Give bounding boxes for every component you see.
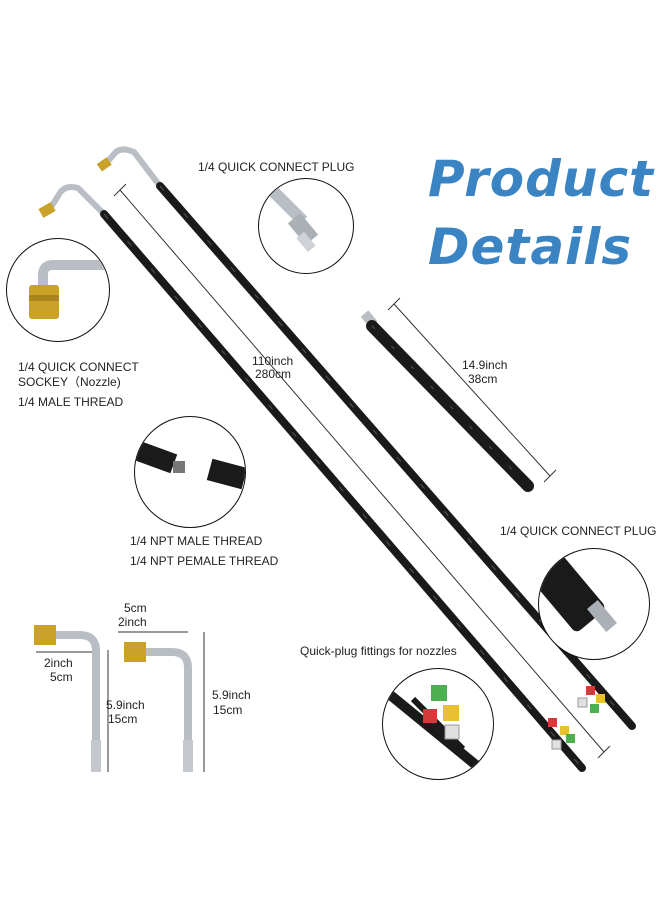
title-details: Details [428, 218, 633, 276]
label-socket-line2: SOCKEY（Nozzle) [18, 375, 121, 389]
label-ext1-width-in: 2inch [44, 656, 73, 670]
label-short-length-in: 14.9inch [462, 358, 508, 372]
detail-npt-thread [134, 416, 246, 528]
short-wand [360, 310, 534, 492]
extension-left [34, 625, 101, 772]
label-ext1-width-cm: 5cm [50, 670, 73, 684]
detail-nozzles [382, 668, 494, 780]
nozzle-cluster-b [577, 686, 605, 713]
label-long-length-cm: 280cm [255, 367, 292, 381]
label-ext1-height-in: 5.9inch [106, 698, 145, 712]
label-short-length-cm: 38cm [468, 372, 498, 386]
label-male-thread: 1/4 MALE THREAD [18, 395, 124, 409]
label-ext1-height-cm: 15cm [108, 712, 138, 726]
long-wand-left [38, 184, 586, 772]
label-ext2-height-cm: 15cm [213, 703, 243, 717]
label-plug-top: 1/4 QUICK CONNECT PLUG [198, 160, 355, 174]
label-long-length-in: 110inch [252, 354, 294, 368]
extension-right [124, 642, 193, 772]
label-plug-right: 1/4 QUICK CONNECT PLUG [500, 524, 657, 538]
label-npt-male: 1/4 NPT MALE THREAD [130, 534, 263, 548]
label-socket-line1: 1/4 QUICK CONNECT [18, 360, 139, 374]
detail-plug-right [538, 548, 650, 660]
nozzle-cluster-a [548, 718, 575, 750]
label-npt-pemale: 1/4 NPT PEMALE THREAD [130, 554, 279, 568]
label-ext2-width-cm: 5cm [124, 601, 147, 615]
label-ext2-height-in: 5.9inch [212, 688, 251, 702]
label-ext2-width-in: 2inch [118, 615, 147, 629]
detail-plug-top [258, 178, 354, 274]
title-product: Product [428, 150, 655, 208]
detail-socket [6, 238, 110, 342]
label-quick-plug: Quick-plug fittings for nozzles [300, 644, 457, 658]
